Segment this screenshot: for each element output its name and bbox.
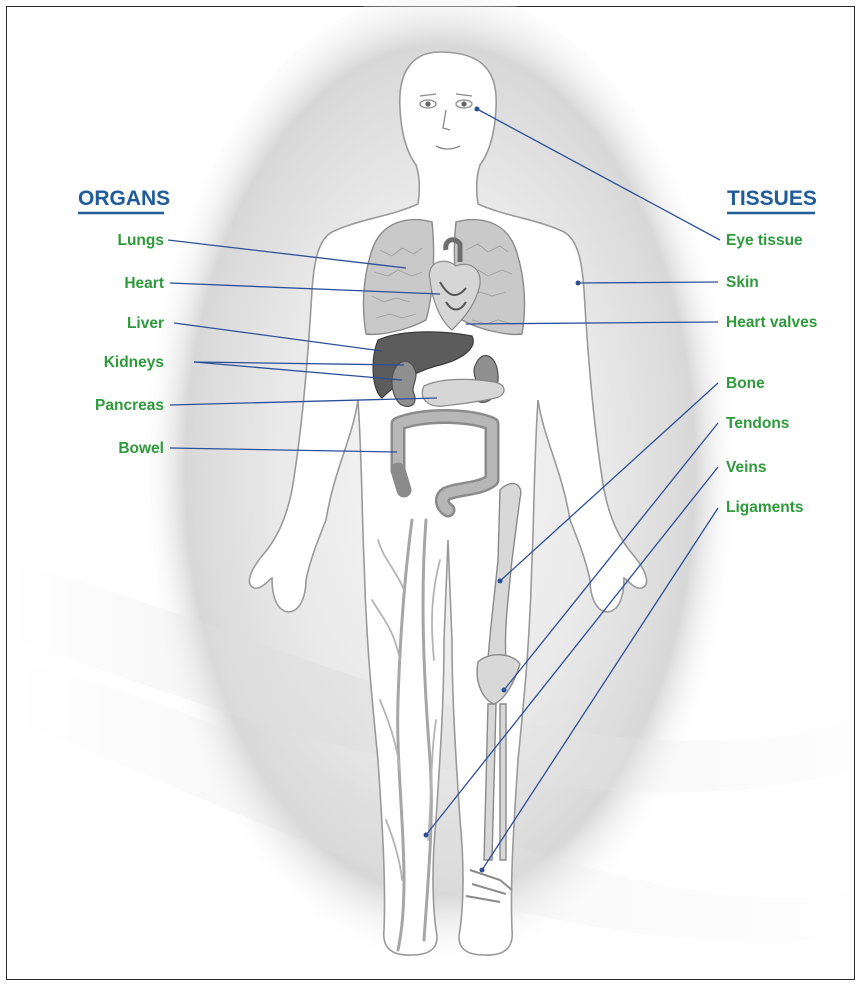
tissue-label-eye-tissue: Eye tissue bbox=[726, 232, 803, 249]
organ-label-lungs: Lungs bbox=[118, 232, 165, 249]
organ-label-heart: Heart bbox=[124, 275, 164, 292]
tissues-heading: TISSUES bbox=[727, 187, 817, 210]
tissue-label-skin: Skin bbox=[726, 274, 759, 291]
tissue-label-ligaments: Ligaments bbox=[726, 499, 804, 516]
tissue-label-bone: Bone bbox=[726, 375, 765, 392]
organ-label-bowel: Bowel bbox=[118, 440, 164, 457]
organ-label-liver: Liver bbox=[127, 315, 164, 332]
organ-label-kidneys: Kidneys bbox=[104, 354, 164, 371]
tissues-heading-group: TISSUES bbox=[727, 187, 817, 213]
tissue-label-veins: Veins bbox=[726, 459, 767, 476]
tissue-labels: Eye tissue Skin Heart valves Bone Tendon… bbox=[726, 232, 817, 516]
organs-heading: ORGANS bbox=[78, 187, 170, 210]
tissue-label-tendons: Tendons bbox=[726, 415, 789, 432]
organ-label-pancreas: Pancreas bbox=[95, 397, 164, 414]
organs-heading-group: ORGANS bbox=[78, 187, 170, 213]
tissue-label-heart-valves: Heart valves bbox=[726, 314, 817, 331]
